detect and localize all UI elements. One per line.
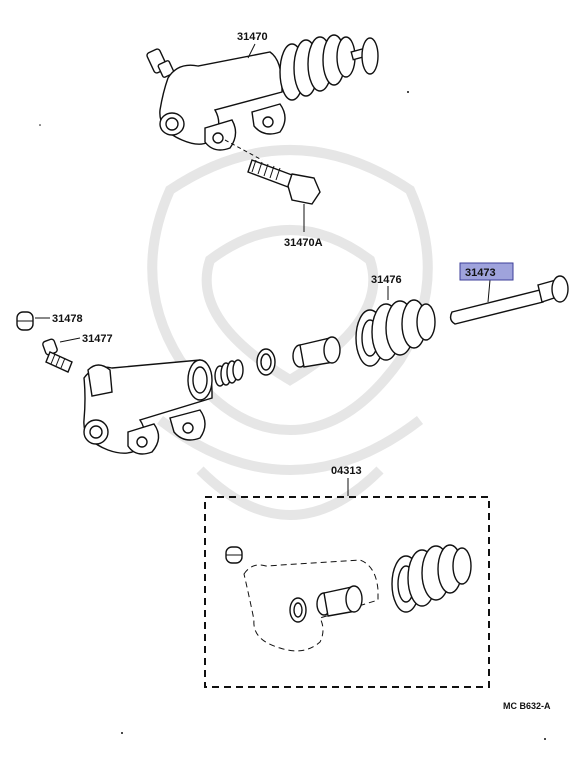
label-31476: 31476 xyxy=(371,274,402,286)
bleeder-cap xyxy=(16,311,34,331)
top-bleeder-nipple xyxy=(146,48,175,78)
return-spring xyxy=(214,359,244,387)
label-31473: 31473 xyxy=(465,267,496,279)
kit-cup-seal xyxy=(289,597,307,623)
highlighted-part-31473[interactable]: 31473 xyxy=(459,262,514,281)
cup-seal xyxy=(256,348,276,376)
piston xyxy=(292,336,341,368)
bolt-31470a xyxy=(247,159,321,232)
label-31478: 31478 xyxy=(52,313,83,325)
reference-code: MC B632-A xyxy=(503,701,551,711)
kit-cylinder-ghost xyxy=(243,559,379,652)
bleeder-screw xyxy=(42,338,73,373)
kit-boot xyxy=(391,544,472,613)
top-cylinder-assembly xyxy=(146,34,379,161)
label-31477: 31477 xyxy=(82,333,113,345)
kit-bleeder-cap xyxy=(225,546,243,564)
middle-boot xyxy=(355,299,436,367)
kit-dashed-frame xyxy=(204,496,490,688)
middle-cylinder-body xyxy=(83,359,213,455)
label-31470: 31470 xyxy=(237,31,268,43)
top-boot xyxy=(279,34,356,101)
kit-piston xyxy=(316,585,363,617)
push-rod xyxy=(449,275,569,325)
label-31470a: 31470A xyxy=(284,237,323,249)
watermark-emblem xyxy=(147,145,433,520)
label-04313: 04313 xyxy=(331,465,362,477)
